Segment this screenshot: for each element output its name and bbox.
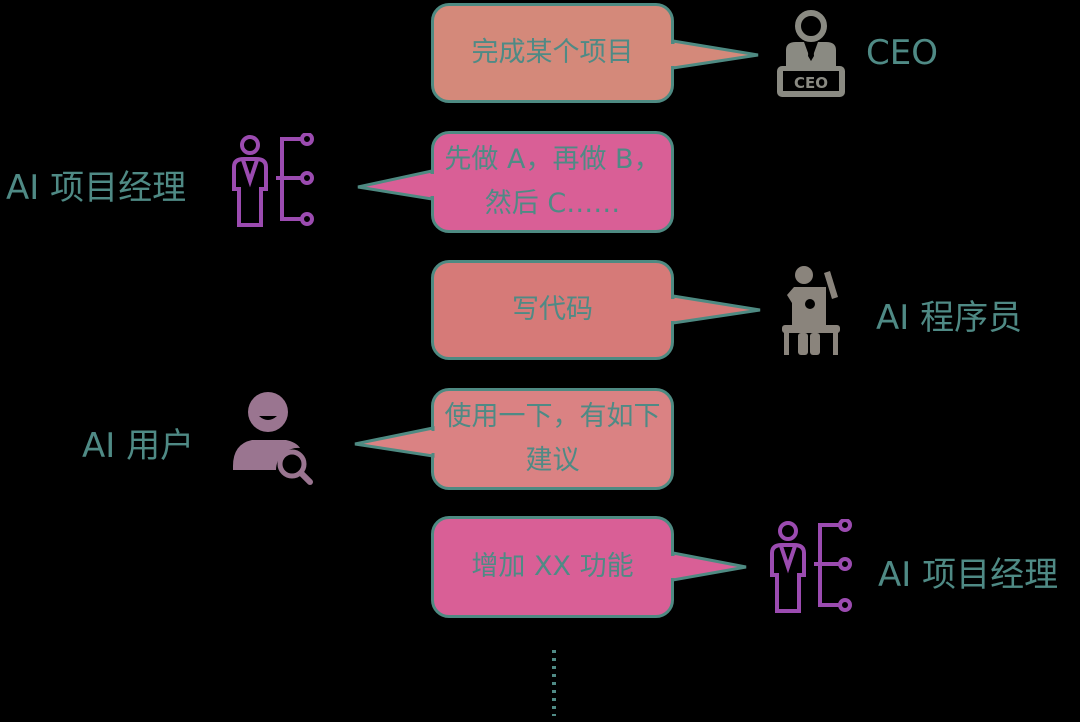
role-label-ceo: CEO: [866, 33, 938, 73]
ceo-badge-text: CEO: [794, 74, 828, 92]
role-label-project-manager: AI 项目经理: [6, 168, 187, 208]
message-text: 完成某个项目: [471, 37, 634, 68]
bubble-tail-3: [670, 294, 761, 325]
bubble-tail-1: [670, 39, 759, 70]
ceo-icon: CEO: [777, 10, 845, 97]
continuation-dots: [552, 650, 556, 716]
message-bubble-2: 先做 A，再做 B，然后 C……: [431, 131, 674, 233]
bubble-tail-5: [670, 551, 747, 582]
user-search-icon: [233, 392, 313, 485]
message-text: 先做 A，再做 B，然后 C……: [444, 144, 661, 219]
role-label-user: AI 用户: [82, 426, 195, 466]
message-bubble-5: 增加 XX 功能: [431, 516, 674, 618]
role-label-project-manager-2: AI 项目经理: [878, 555, 1059, 595]
message-bubble-1: 完成某个项目: [431, 3, 674, 103]
bubble-tail-4: [354, 426, 436, 458]
message-bubble-3: 写代码: [431, 260, 674, 360]
role-label-programmer: AI 程序员: [876, 298, 1023, 338]
message-bubble-4: 使用一下，有如下建议: [431, 388, 674, 490]
message-text: 增加 XX 功能: [471, 551, 634, 582]
programmer-icon: [782, 266, 840, 355]
bubble-tail-2: [357, 169, 435, 201]
message-text: 使用一下，有如下建议: [444, 401, 661, 476]
project-manager-icon: [770, 519, 852, 613]
message-text: 写代码: [512, 294, 593, 325]
project-manager-icon: [232, 133, 314, 227]
